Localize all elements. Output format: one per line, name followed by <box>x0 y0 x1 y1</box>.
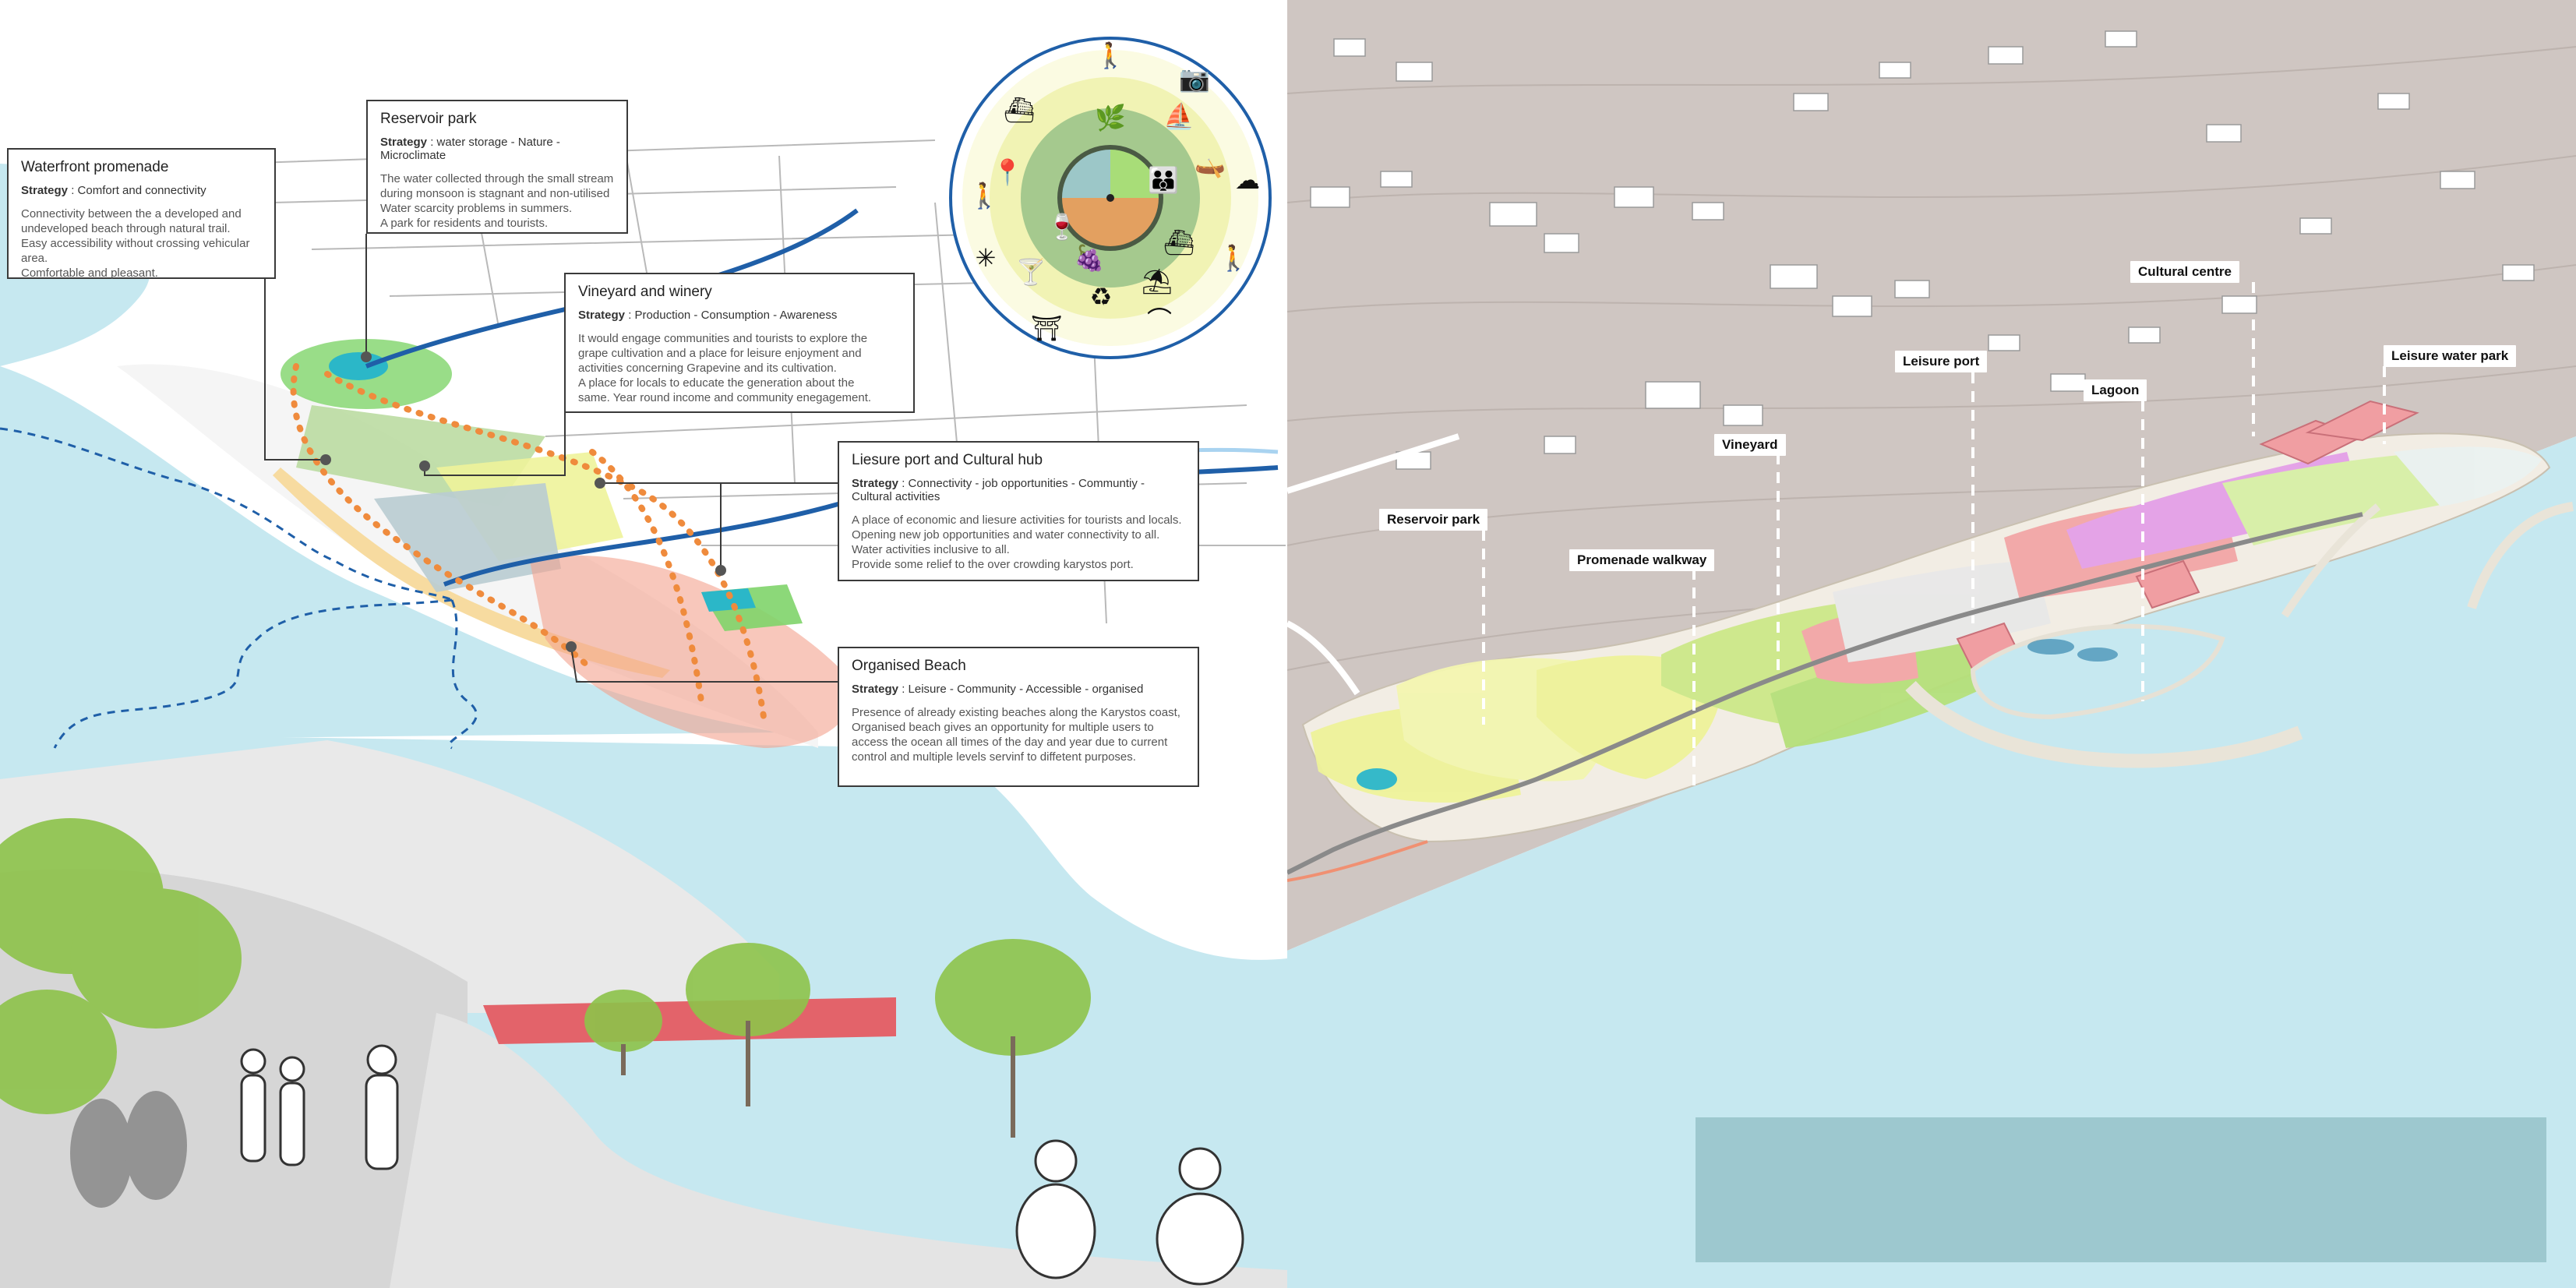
strategy-label: Strategy <box>852 477 899 490</box>
lagoon-rocks <box>2027 639 2118 662</box>
label-vineyard: Vineyard <box>1714 434 1786 456</box>
strategy-value: : Leisure - Community - Accessible - org… <box>902 683 1144 696</box>
strategy-value: : water storage - Nature - Microclimate <box>380 136 560 162</box>
callout-description: It would engage communities and tourists… <box>578 332 872 404</box>
sea-mid <box>0 366 779 740</box>
callout-strategy: Strategy : Production - Consumption - Aw… <box>578 309 901 322</box>
wheel-slice-blue <box>1062 150 1110 198</box>
kayak-icon: 🛶 <box>1194 150 1226 179</box>
callout-waterfront-promenade: Waterfront promenade Strategy : Comfort … <box>7 148 276 280</box>
buildings <box>1310 30 2535 470</box>
masterplan-panel: Reservoir park Promenade walkway Vineyar… <box>1287 0 2576 1288</box>
leaf-icon: 🌿 <box>1095 103 1126 132</box>
callout-description: A place of economic and liesure activiti… <box>852 513 1182 571</box>
lagoon-water <box>701 588 756 612</box>
strategy-label: Strategy <box>21 184 69 197</box>
wine-glass-icon: 🍷 <box>1046 212 1078 242</box>
cloud-icon: ☁ <box>1235 165 1260 195</box>
callout-title: Liesure port and Cultural hub <box>852 452 1043 468</box>
bridge-icon: ⌒ <box>1147 305 1172 335</box>
callout-description: Connectivity between the a developed and… <box>21 207 250 280</box>
location-pin-icon: 📍 <box>992 157 1023 187</box>
sea <box>1287 436 2576 1288</box>
wheel-center-dot <box>1106 194 1114 202</box>
strategy-value: : Connectivity - job opportunities - Com… <box>852 477 1145 503</box>
strategy-value: : Comfort and connectivity <box>71 184 206 197</box>
ferry-top-icon: ⛴ <box>1004 95 1036 125</box>
wheel-slice-orange <box>1062 198 1159 246</box>
boat-icon: ⛵ <box>1163 101 1194 131</box>
callout-title: Waterfront promenade <box>21 159 169 175</box>
wheel-slice-green <box>1110 150 1159 198</box>
label-leisure-port: Leisure port <box>1895 351 1988 372</box>
leader-dots <box>320 351 726 652</box>
strategy-label: Strategy <box>852 683 899 696</box>
family-icon: 👪 <box>1148 165 1179 195</box>
reservoir-pond <box>1357 768 1397 790</box>
perspective-steps <box>390 1013 1287 1288</box>
legend-panel <box>1696 1117 2546 1262</box>
label-leisure-water-park: Leisure water park <box>2384 345 2517 367</box>
strategy-label: Strategy <box>380 136 428 149</box>
callout-organised-beach: Organised Beach Strategy : Leisure - Com… <box>838 647 1199 787</box>
ferry-icon: ⛴ <box>1163 228 1195 257</box>
reservoir-water <box>329 352 388 380</box>
site-strategy-panel: 🚶 📷 ⛵ 🛶 ☁ 🚶 ⛱ ⛴ ⌒ ⛩ ♻ 🍸 ✳ 📍 🚶 🍷 🍇 👪 🌿 ⛴ … <box>0 0 1287 1288</box>
callout-leisure-port: Liesure port and Cultural hub Strategy :… <box>838 441 1199 581</box>
pier-marina <box>2281 503 2381 618</box>
callout-vineyard-winery: Vineyard and winery Strategy : Productio… <box>564 273 915 413</box>
bathymetry-line-2 <box>53 598 453 749</box>
zone-vineyard-south <box>1770 639 1988 748</box>
pier-east <box>2467 502 2574 609</box>
label-cultural-centre: Cultural centre <box>2130 261 2239 283</box>
network-icon: ✳ <box>976 243 997 273</box>
gate-icon: ⛩ <box>1031 313 1063 343</box>
bench-icon: ⛱ <box>1142 266 1173 296</box>
callout-title: Organised Beach <box>852 658 966 674</box>
strategy-label: Strategy <box>578 309 626 322</box>
hiking-icon: 🚶 <box>1095 41 1126 70</box>
beach-zone <box>530 555 850 748</box>
bathymetry-line-3 <box>448 599 478 750</box>
perspective-shadow-people <box>70 1091 187 1208</box>
breakwater <box>1905 680 2303 768</box>
bathymetry-line-1 <box>0 427 453 602</box>
callout-title: Reservoir park <box>380 111 477 127</box>
strategy-value: : Production - Consumption - Awareness <box>628 309 838 322</box>
callout-strategy: Strategy : water storage - Nature - Micr… <box>380 136 614 162</box>
perspective-people <box>240 1044 1244 1286</box>
callout-strategy: Strategy : Comfort and connectivity <box>21 184 262 197</box>
callout-title: Vineyard and winery <box>578 284 712 300</box>
label-leaders <box>1482 282 2386 787</box>
perspective-trees <box>0 818 1091 1114</box>
label-reservoir-park: Reservoir park <box>1379 509 1488 531</box>
activity-wheel: 🚶 📷 ⛵ 🛶 ☁ 🚶 ⛱ ⛴ ⌒ ⛩ ♻ 🍸 ✳ 📍 🚶 🍷 🍇 👪 🌿 ⛴ <box>949 37 1272 359</box>
trail-1 <box>290 363 595 673</box>
callout-description: Presence of already existing beaches alo… <box>852 706 1180 764</box>
cocktail-icon: 🍸 <box>1015 257 1046 287</box>
label-lagoon: Lagoon <box>2084 379 2147 401</box>
road-lower <box>1287 620 1360 696</box>
red-buildings <box>1956 400 2419 672</box>
callout-strategy: Strategy : Connectivity - job opportunit… <box>852 477 1185 503</box>
masterplan-axonometric <box>1287 0 2576 1288</box>
access-road <box>1287 840 1428 882</box>
grapes-icon: 🍇 <box>1074 243 1105 273</box>
zone-waterpark-green <box>2222 452 2472 545</box>
camera-icon: 📷 <box>1179 64 1210 94</box>
zone-waterpark <box>2394 446 2542 506</box>
perspective-trunks <box>621 1021 1015 1138</box>
trail-3 <box>589 449 704 704</box>
road-upper <box>1287 433 1460 494</box>
label-promenade-walkway: Promenade walkway <box>1569 549 1715 571</box>
hiker-icon: 🚶 <box>1218 243 1249 273</box>
coastal-road <box>1287 512 2363 875</box>
hiker-left-icon: 🚶 <box>969 181 1000 210</box>
recycle-icon: ♻ <box>1090 282 1113 312</box>
callout-description: The water collected through the small st… <box>380 172 614 230</box>
callout-strategy: Strategy : Leisure - Community - Accessi… <box>852 683 1185 696</box>
callout-reservoir-park: Reservoir park Strategy : water storage … <box>366 100 628 234</box>
